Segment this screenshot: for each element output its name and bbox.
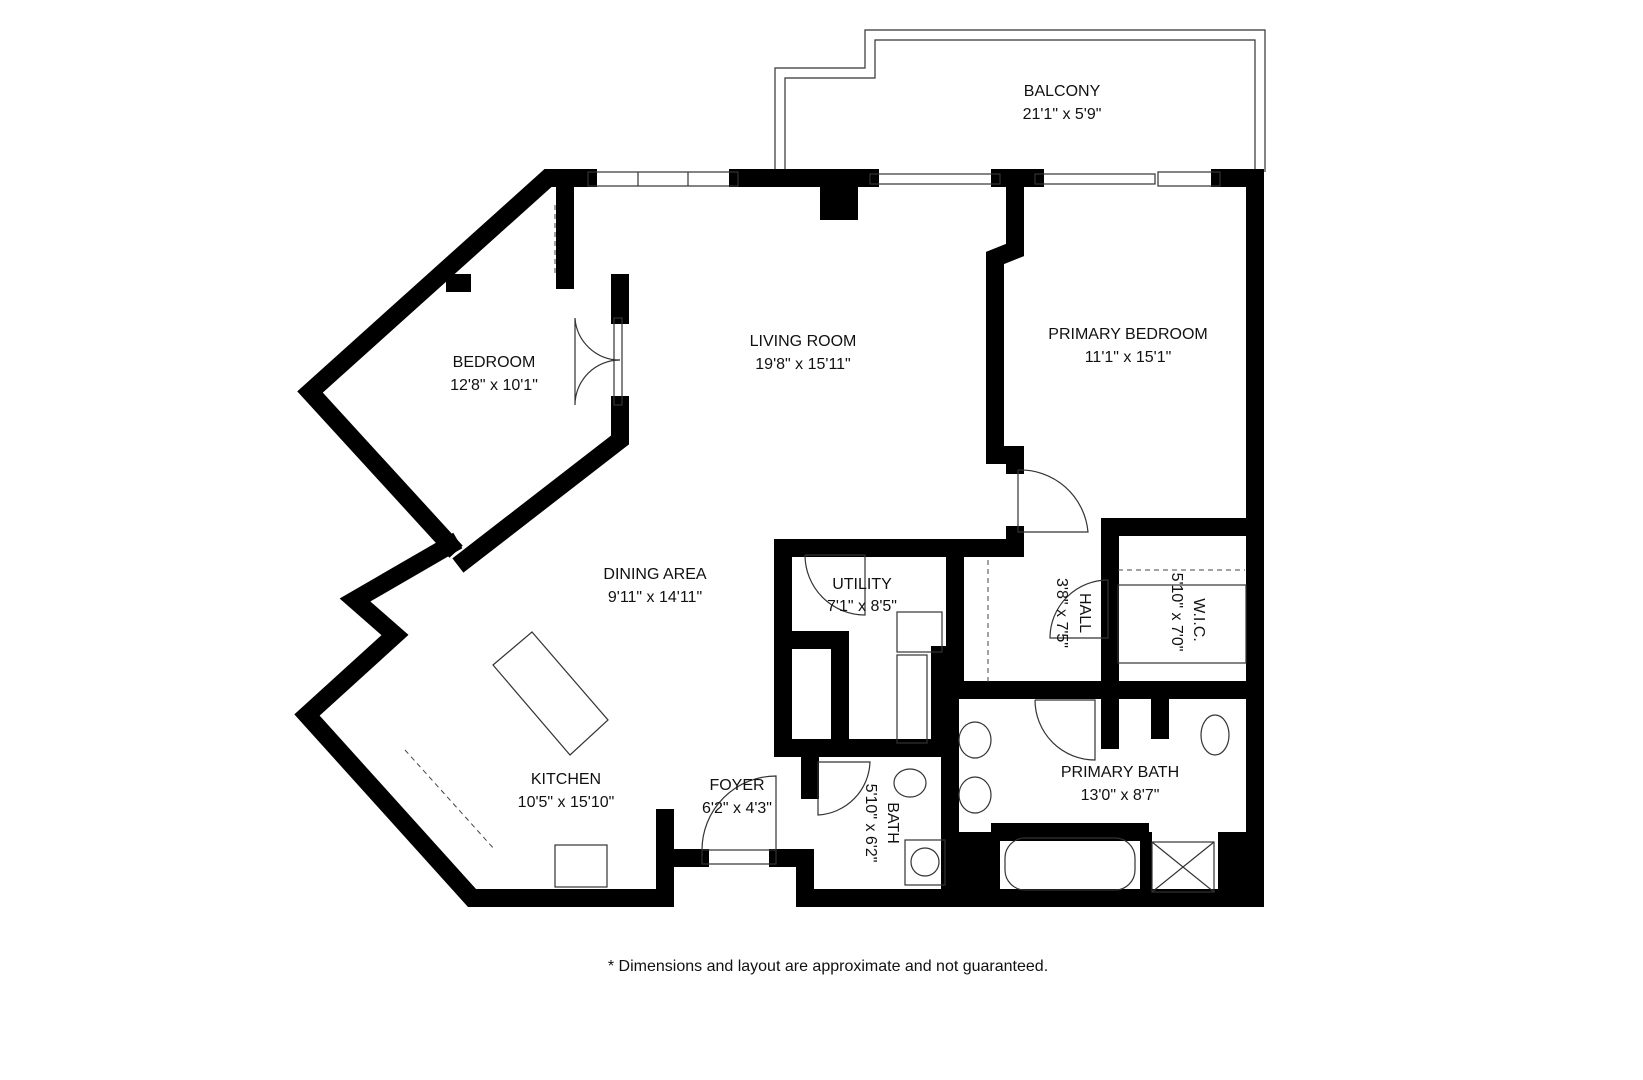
wic-size: 5'10" x 7'0" — [1168, 573, 1185, 652]
primary-bedroom-size: 11'1" x 15'1" — [1085, 349, 1172, 366]
foyer-size: 6'2" x 4'3" — [702, 800, 772, 817]
kitchen-name: KITCHEN — [531, 771, 601, 788]
primary-bath-size: 13'0" x 8'7" — [1081, 787, 1160, 804]
wic-name: W.I.C. — [1190, 598, 1207, 642]
utility-name: UTILITY — [832, 576, 892, 593]
bedroom-size: 12'8" x 10'1" — [450, 377, 538, 394]
balcony-size: 21'1" x 5'9" — [1023, 106, 1102, 123]
living-room-size: 19'8" x 15'11" — [755, 356, 850, 373]
primary-bath-name: PRIMARY BATH — [1061, 764, 1179, 781]
room-labels: BALCONY 21'1" x 5'9" LIVING ROOM 19'8" x… — [450, 83, 1208, 975]
balcony-name: BALCONY — [1024, 83, 1101, 100]
utility-size: 7'1" x 8'5" — [827, 598, 897, 615]
interior-walls — [446, 169, 1264, 907]
primary-bedroom-name: PRIMARY BEDROOM — [1048, 326, 1207, 343]
hall-size: 3'8" x 7'5" — [1053, 578, 1070, 648]
exterior-walls — [294, 169, 1264, 907]
living-room-name: LIVING ROOM — [750, 333, 857, 350]
kitchen-size: 10'5" x 15'10" — [518, 794, 615, 811]
hall-name: HALL — [1076, 593, 1093, 633]
bedroom-name: BEDROOM — [453, 354, 536, 371]
disclaimer: * Dimensions and layout are approximate … — [608, 958, 1048, 975]
dining-area-size: 9'11" x 14'11" — [608, 589, 702, 606]
doors-fixtures — [404, 205, 1247, 893]
bath-size: 5'10" x 6'2" — [862, 784, 879, 863]
foyer-name: FOYER — [709, 777, 764, 794]
balcony-outline — [774, 29, 1266, 172]
windows — [587, 171, 1221, 865]
bath-name: BATH — [884, 802, 901, 843]
dining-area-name: DINING AREA — [603, 566, 706, 583]
